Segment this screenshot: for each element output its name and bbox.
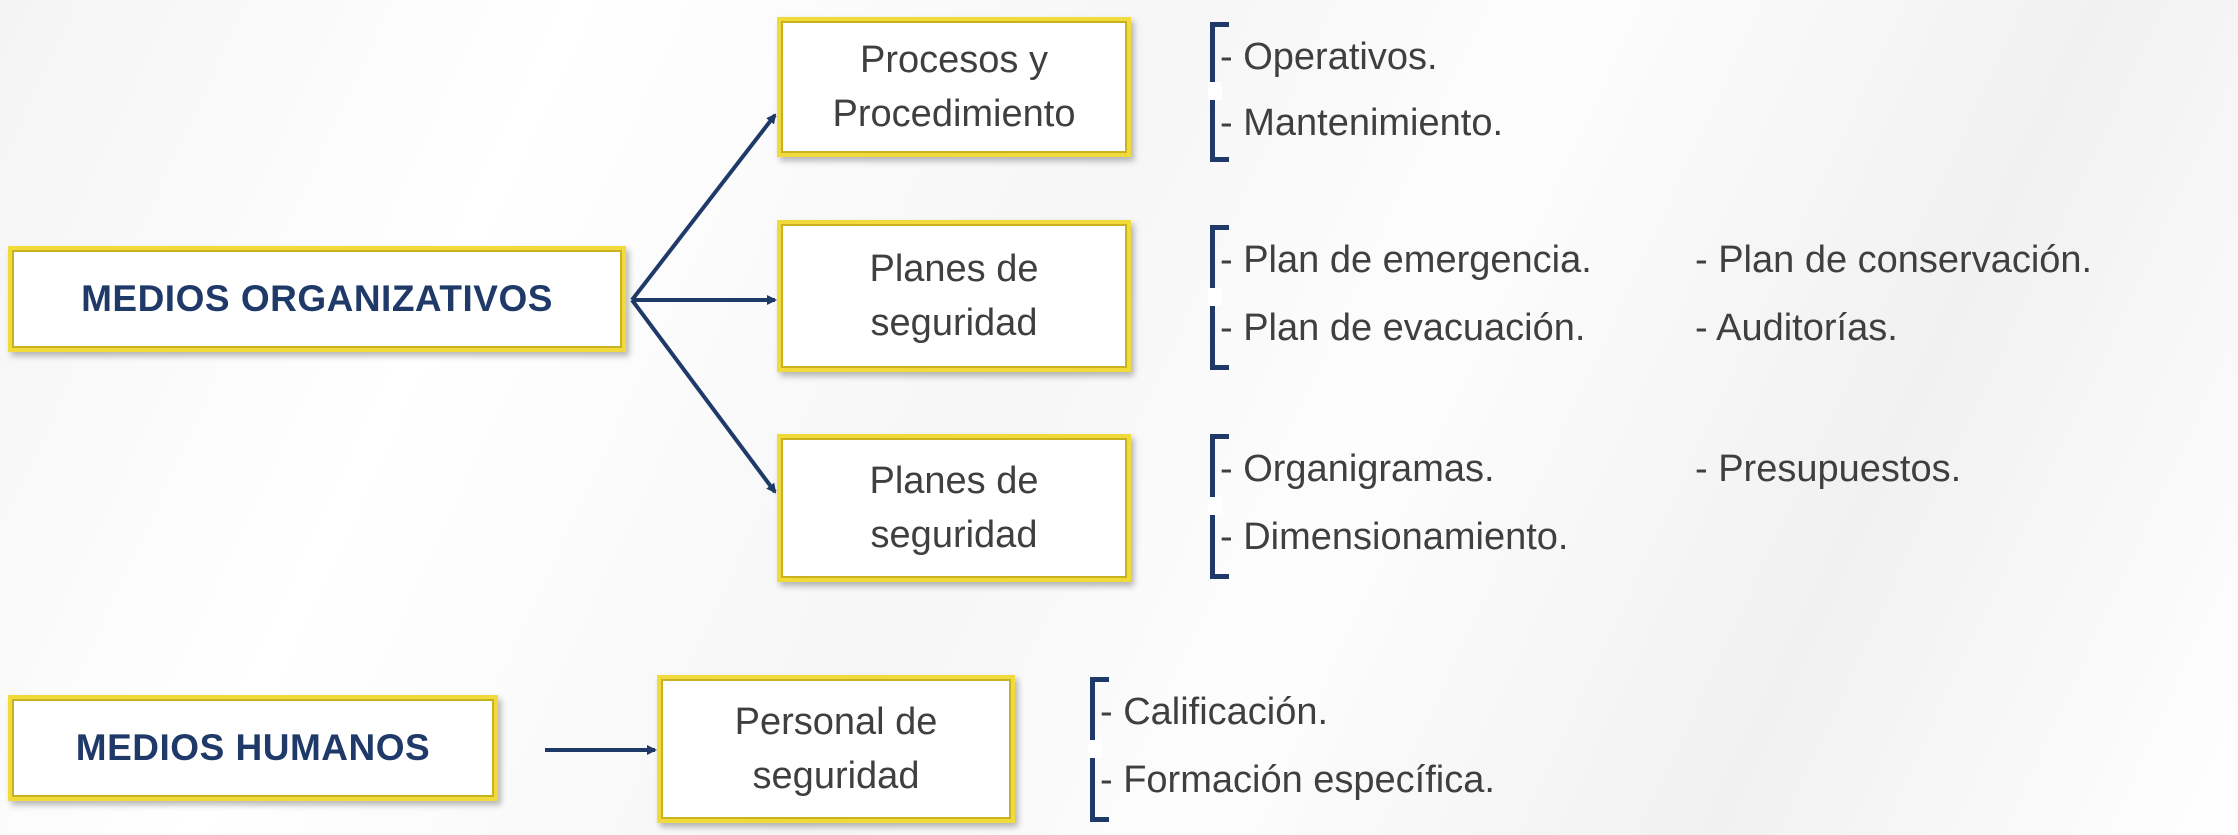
personal-seguridad-box: Personal de seguridad [657, 675, 1015, 823]
planes-2-line1: Planes de [869, 460, 1039, 502]
bracket-gap [1208, 288, 1222, 306]
planes-seguridad-box-2: Planes de seguridad [777, 434, 1131, 582]
personal-details: - Calificación. - Formación específica. [1088, 677, 1690, 822]
planes-2-details: - Organigramas. - Dimensionamiento. - Pr… [1208, 434, 2110, 579]
detail-item: - Plan de emergencia. [1220, 239, 1592, 281]
procesos-line2: Procedimiento [832, 93, 1076, 135]
detail-item: - Dimensionamiento. [1220, 516, 1569, 558]
personal-line2: seguridad [752, 755, 920, 797]
detail-item: - Organigramas. [1220, 448, 1495, 490]
detail-item: - Auditorías. [1695, 307, 1898, 349]
planes-1-line1: Planes de [869, 248, 1039, 290]
procesos-details: - Operativos. - Mantenimiento. [1208, 22, 1610, 162]
planes-1-details: - Plan de emergencia. - Plan de evacuaci… [1208, 225, 2210, 370]
bracket-gap [1088, 740, 1102, 758]
bracket-gap [1208, 82, 1222, 100]
medios-organizativos-label: MEDIOS ORGANIZATIVOS [81, 278, 553, 319]
detail-item: - Plan de evacuación. [1220, 307, 1586, 349]
personal-line1: Personal de [734, 701, 938, 743]
detail-item: - Mantenimiento. [1220, 102, 1504, 144]
planes-1-line2: seguridad [870, 302, 1038, 344]
detail-item: - Operativos. [1220, 36, 1438, 78]
arrow-to-planes-2 [630, 298, 777, 494]
medios-humanos-label: MEDIOS HUMANOS [75, 727, 431, 768]
medios-organizativos-box: MEDIOS ORGANIZATIVOS [8, 246, 626, 352]
procesos-box: Procesos y Procedimiento [777, 17, 1131, 157]
planes-2-line2: seguridad [870, 514, 1038, 556]
detail-item: - Plan de conservación. [1695, 239, 2093, 281]
arrow-to-procesos [630, 113, 777, 302]
medios-humanos-box: MEDIOS HUMANOS [8, 695, 498, 801]
procesos-line1: Procesos y [860, 39, 1048, 81]
bracket-gap [1208, 497, 1222, 515]
detail-item: - Formación específica. [1100, 759, 1495, 801]
detail-item: - Presupuestos. [1695, 448, 1962, 490]
detail-item: - Calificación. [1100, 691, 1329, 733]
planes-seguridad-box-1: Planes de seguridad [777, 220, 1131, 372]
